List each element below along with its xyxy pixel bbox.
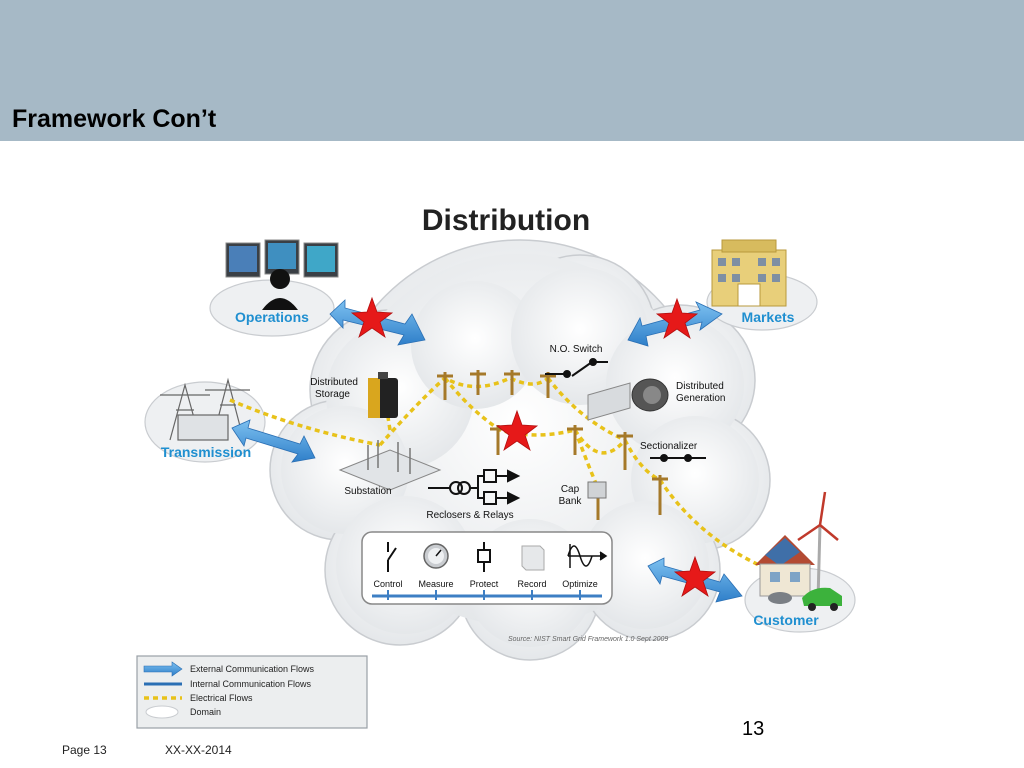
distributed-storage-label-1: Distributed <box>310 377 358 388</box>
slide-title: Framework Con’t <box>12 105 217 133</box>
distributed-storage-icon <box>368 372 398 418</box>
functions-panel <box>361 531 613 605</box>
markets-label: Markets <box>742 309 795 325</box>
transmission-label: Transmission <box>161 444 251 460</box>
function-label-optimize: Optimize <box>562 579 598 589</box>
reclosers-relays-icon <box>428 469 521 505</box>
sectionalizer-icon <box>650 454 706 462</box>
protect-icon <box>477 542 491 572</box>
legend-domain-cloud-icon <box>145 705 179 719</box>
distributed-generation-icon <box>587 378 669 421</box>
function-label-measure: Measure <box>418 579 453 589</box>
transmission-substation-icon <box>160 377 250 441</box>
footer-page-label: Page 13 <box>62 743 107 757</box>
slide-header <box>0 0 1024 141</box>
cap-bank-label-1: Cap <box>561 484 580 495</box>
markets-building-icon <box>711 239 787 307</box>
highlight-stars <box>350 296 717 598</box>
star-icon <box>350 296 394 339</box>
legend-electrical-label: Electrical Flows <box>190 693 253 703</box>
star-icon <box>655 297 699 340</box>
function-label-control: Control <box>373 579 402 589</box>
substation-icon <box>338 440 442 491</box>
no-switch-icon <box>545 358 608 378</box>
customer-label: Customer <box>753 612 819 628</box>
distributed-generation-label-1: Distributed <box>676 381 724 392</box>
legend-external-arrow-icon <box>143 661 183 677</box>
transmission-arrow <box>231 419 316 463</box>
customer-house-icon <box>755 491 842 611</box>
function-label-protect: Protect <box>470 579 499 589</box>
optimize-wave-icon <box>567 544 608 568</box>
operations-monitors-icon <box>225 239 339 310</box>
substation-label: Substation <box>344 486 391 497</box>
legend-external-label: External Communication Flows <box>190 664 315 674</box>
distributed-generation-label-2: Generation <box>676 393 725 404</box>
legend: External Communication Flows Internal Co… <box>136 655 368 729</box>
star-icon <box>495 409 539 452</box>
control-icon <box>387 542 397 572</box>
star-icon <box>673 555 717 598</box>
reclosers-relays-label: Reclosers & Relays <box>426 510 513 521</box>
function-label-record: Record <box>517 579 546 589</box>
footer-date: XX-XX-2014 <box>165 743 232 757</box>
distributed-storage-label-2: Storage <box>315 389 350 400</box>
no-switch-label: N.O. Switch <box>550 344 603 355</box>
sectionalizer-label: Sectionalizer <box>640 441 698 452</box>
slide-number: 13 <box>742 718 765 740</box>
cap-bank-label-2: Bank <box>559 496 583 507</box>
cap-bank-icon <box>587 481 607 499</box>
legend-domain-label: Domain <box>190 707 221 717</box>
diagram-title: Distribution <box>422 204 590 237</box>
source-citation: Source: NIST Smart Grid Framework 1.0 Se… <box>508 636 668 643</box>
record-scroll-icon <box>521 545 545 571</box>
measure-gauge-icon <box>423 543 449 569</box>
legend-internal-label: Internal Communication Flows <box>190 679 312 689</box>
operations-label: Operations <box>235 309 309 325</box>
